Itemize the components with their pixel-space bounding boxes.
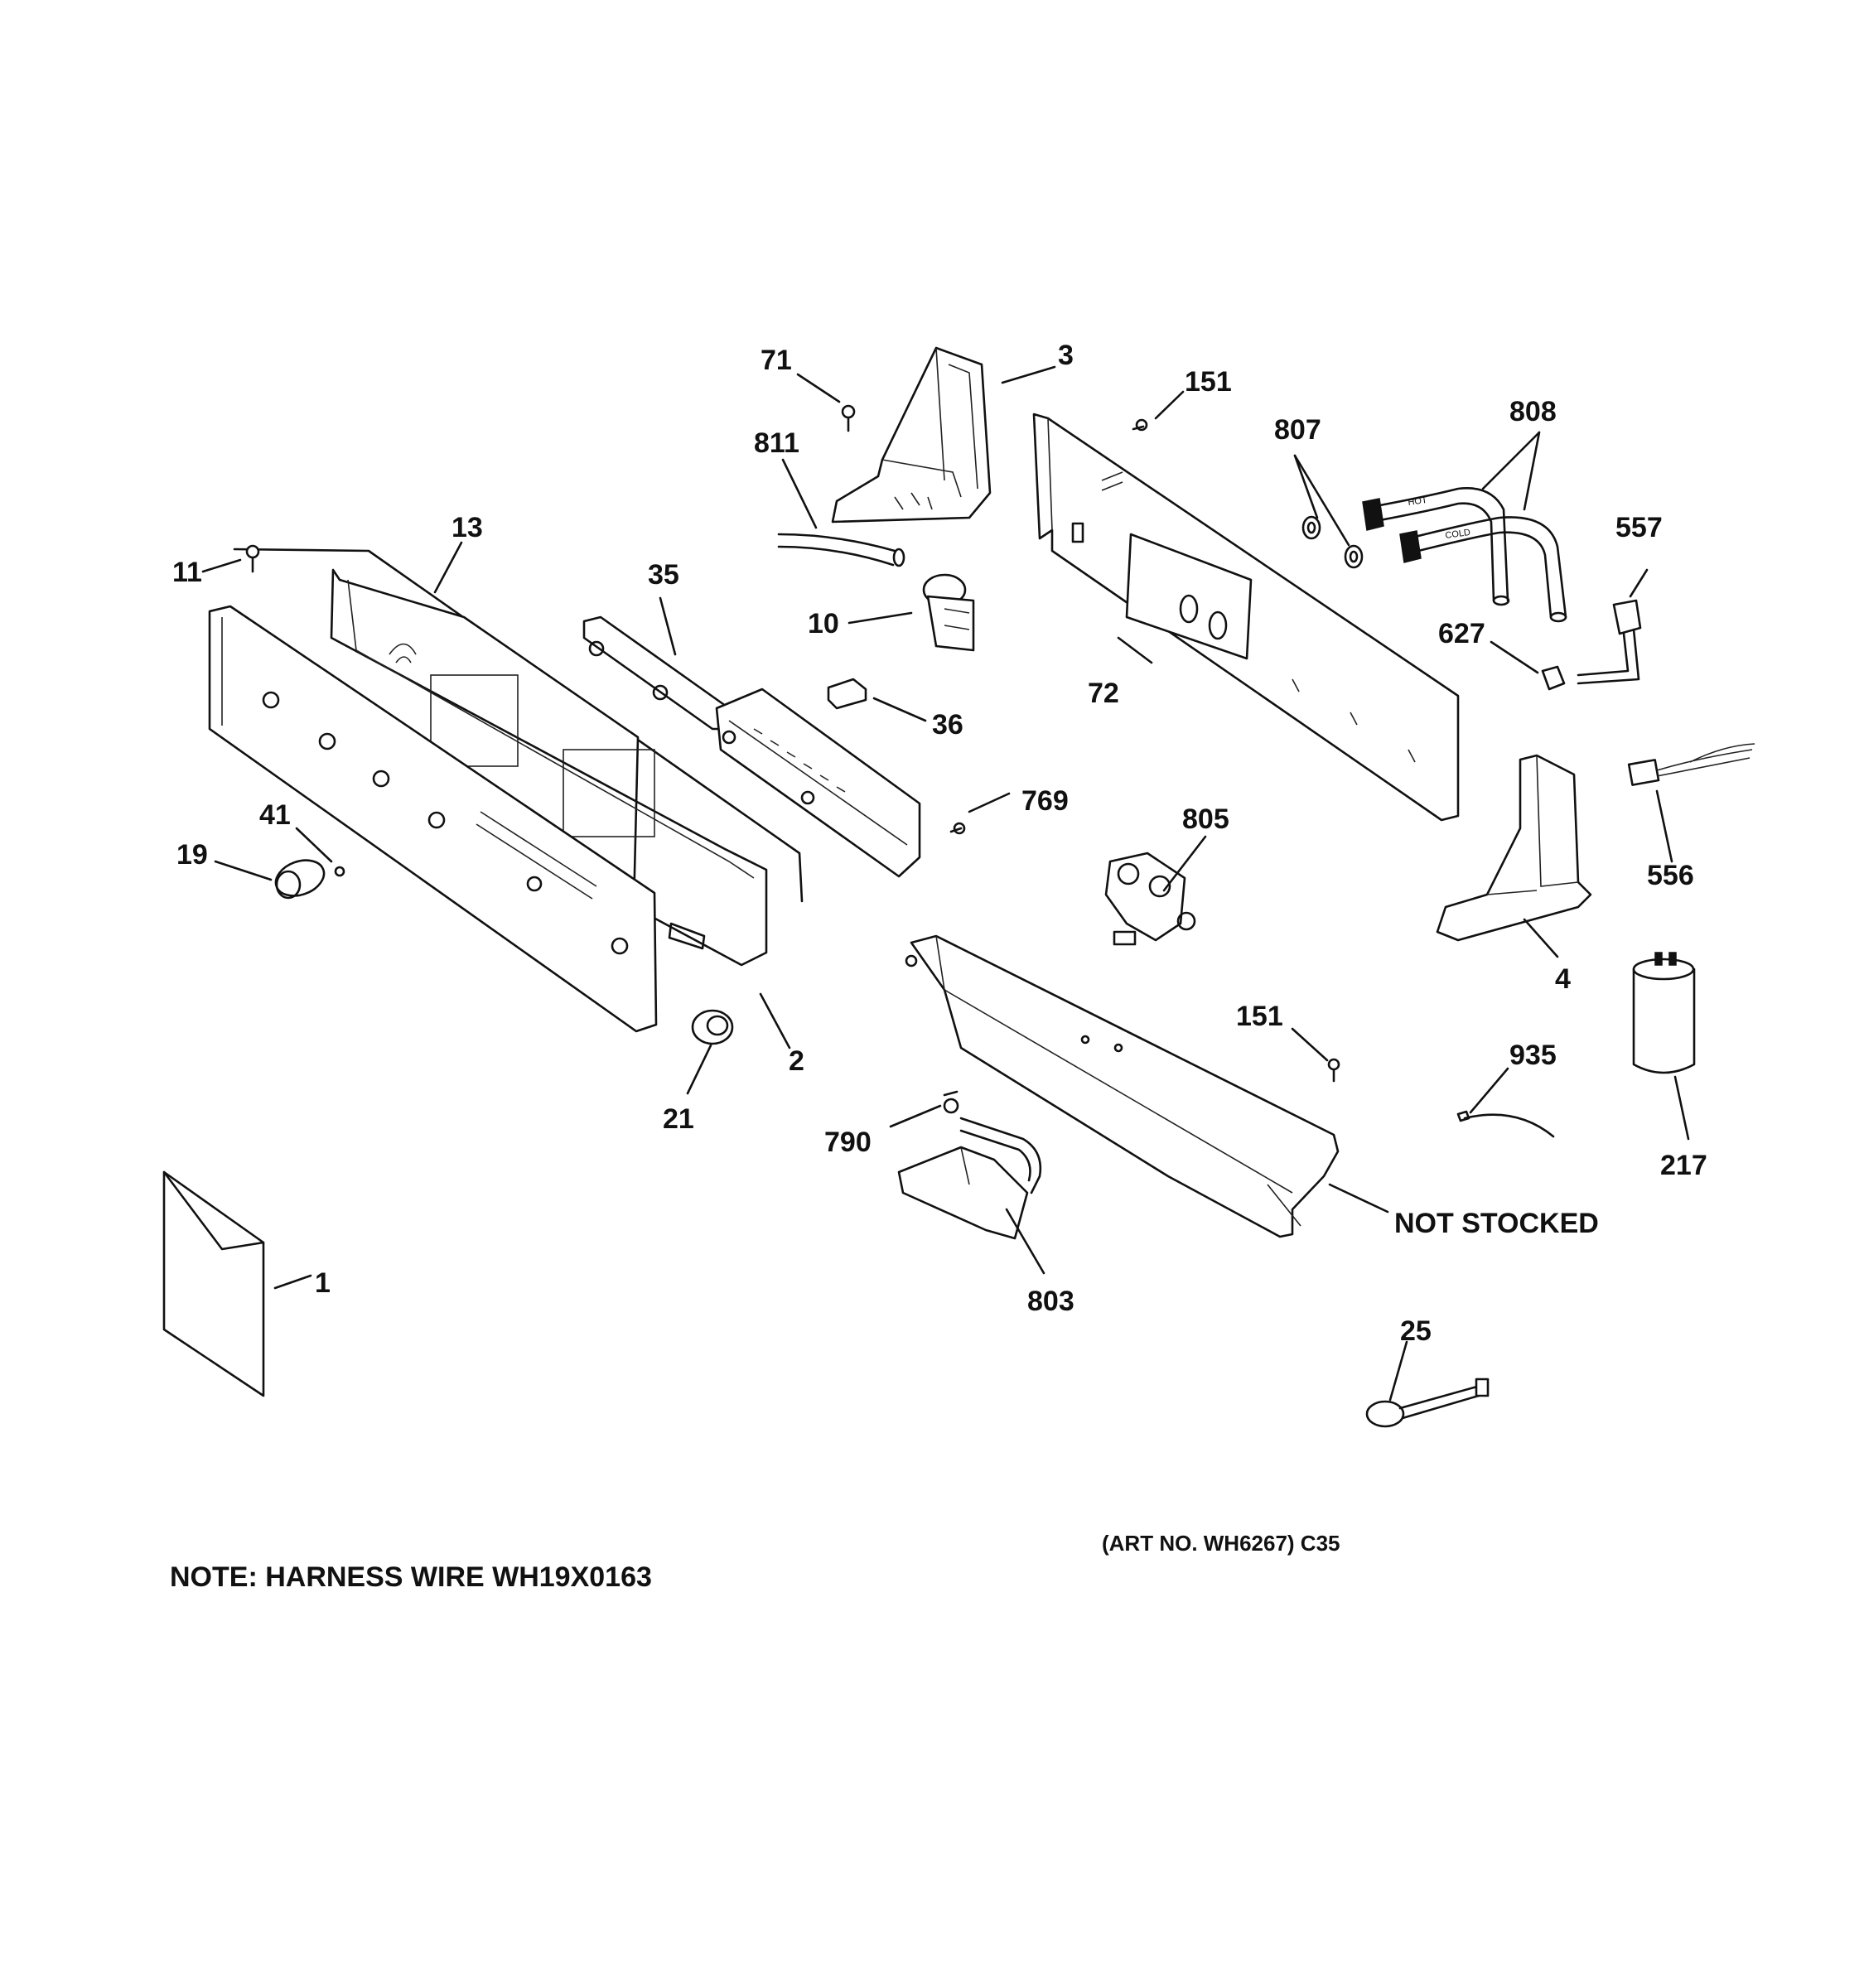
callout-13: 13 bbox=[452, 512, 483, 543]
part-3-endcap bbox=[831, 346, 992, 524]
callout-803: 803 bbox=[1027, 1286, 1074, 1317]
callout-36: 36 bbox=[932, 709, 963, 741]
callout-25: 25 bbox=[1400, 1315, 1432, 1347]
part-935-wire bbox=[1456, 1110, 1555, 1138]
part-2-console-panel bbox=[208, 605, 706, 1033]
callout-217: 217 bbox=[1660, 1150, 1707, 1181]
harness-note: NOTE: HARNESS WIRE WH19X0163 bbox=[170, 1561, 652, 1593]
hot-label: HOT bbox=[1408, 495, 1428, 508]
part-10-pressure-switch bbox=[922, 573, 975, 652]
callout-769: 769 bbox=[1021, 785, 1069, 817]
part-25-sensor bbox=[1365, 1378, 1490, 1428]
callout-19: 19 bbox=[176, 839, 208, 871]
callout-808: 808 bbox=[1509, 396, 1557, 427]
part-35-bracket bbox=[582, 615, 731, 731]
art-number: (ART NO. WH6267) C35 bbox=[1102, 1531, 1340, 1556]
part-72-rear-panel bbox=[1032, 413, 1460, 822]
callout-1: 1 bbox=[315, 1267, 331, 1299]
part-13-frame bbox=[233, 548, 804, 967]
callout-151-upper: 151 bbox=[1185, 366, 1232, 398]
callout-4: 4 bbox=[1555, 963, 1571, 995]
screw-151-upper bbox=[1132, 418, 1148, 432]
callout-71: 71 bbox=[761, 345, 792, 376]
callout-151-lower: 151 bbox=[1236, 1001, 1283, 1032]
part-1-manual bbox=[162, 1170, 265, 1397]
part-557-cord bbox=[1577, 599, 1642, 685]
callout-41: 41 bbox=[259, 799, 291, 831]
part-808-fill-hoses: HOT COLD bbox=[1362, 487, 1567, 623]
callout-811: 811 bbox=[754, 427, 799, 459]
callout-2: 2 bbox=[789, 1045, 804, 1077]
screw-71 bbox=[841, 404, 856, 432]
part-lower-panel bbox=[905, 934, 1340, 1238]
cold-label: COLD bbox=[1445, 528, 1471, 541]
leader-lines bbox=[201, 365, 1690, 1402]
callout-805: 805 bbox=[1182, 803, 1229, 835]
part-pcb-board bbox=[715, 688, 921, 878]
callout-35: 35 bbox=[648, 559, 679, 591]
part-811-hose bbox=[777, 533, 905, 567]
part-556-connector bbox=[1627, 743, 1755, 786]
part-803-dispenser bbox=[897, 1090, 1042, 1240]
setscrew-41 bbox=[334, 866, 345, 877]
part-217-capacitor bbox=[1632, 952, 1696, 1074]
callout-627: 627 bbox=[1438, 618, 1485, 649]
callout-numbers: 71 3 151 807 808 811 13 11 35 10 557 627… bbox=[172, 340, 1707, 1347]
callout-72: 72 bbox=[1088, 678, 1119, 709]
callout-3: 3 bbox=[1058, 340, 1074, 371]
part-36-clip bbox=[827, 678, 867, 710]
callout-556: 556 bbox=[1647, 860, 1694, 891]
callout-790: 790 bbox=[824, 1127, 872, 1158]
knob-19 bbox=[274, 859, 326, 900]
not-stocked-label: NOT STOCKED bbox=[1394, 1208, 1599, 1239]
knob-21 bbox=[691, 1009, 734, 1045]
part-807-washers bbox=[1301, 515, 1364, 569]
screw-151-lower bbox=[1327, 1058, 1340, 1083]
part-805-valve bbox=[1104, 852, 1196, 946]
screw-769 bbox=[949, 822, 966, 835]
callout-557: 557 bbox=[1615, 512, 1663, 543]
part-627-bushing bbox=[1541, 665, 1566, 691]
callout-11: 11 bbox=[172, 557, 202, 588]
part-4-endcap bbox=[1436, 754, 1592, 942]
callout-807: 807 bbox=[1274, 414, 1321, 446]
callout-10: 10 bbox=[808, 608, 839, 639]
callout-21: 21 bbox=[663, 1103, 694, 1135]
callout-935: 935 bbox=[1509, 1040, 1557, 1071]
screw-11 bbox=[245, 544, 260, 573]
